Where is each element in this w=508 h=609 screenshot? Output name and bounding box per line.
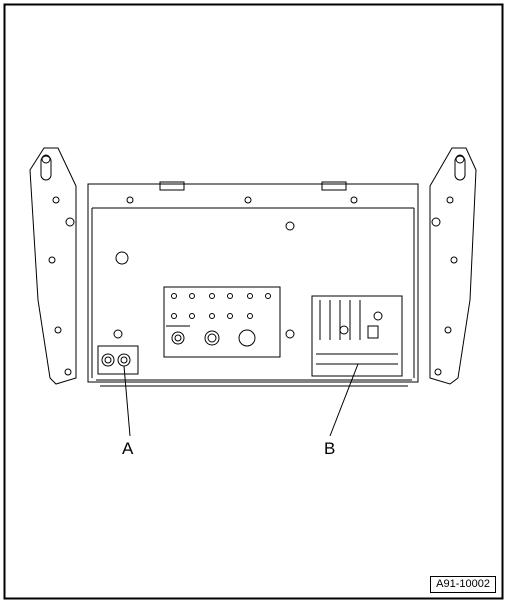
left-mounting-bracket	[29, 147, 77, 385]
callout-label-a: A	[122, 439, 134, 458]
leader-lines	[123, 363, 359, 437]
callout-label-b: B	[324, 439, 336, 458]
housing	[87, 181, 419, 387]
right-mounting-bracket	[429, 147, 477, 385]
page-border	[3, 3, 504, 600]
figure-reference: A91-10002	[430, 576, 496, 593]
centre-panel	[163, 286, 281, 358]
connector-a-drawing	[97, 345, 139, 375]
connector-b-drawing	[311, 295, 403, 377]
